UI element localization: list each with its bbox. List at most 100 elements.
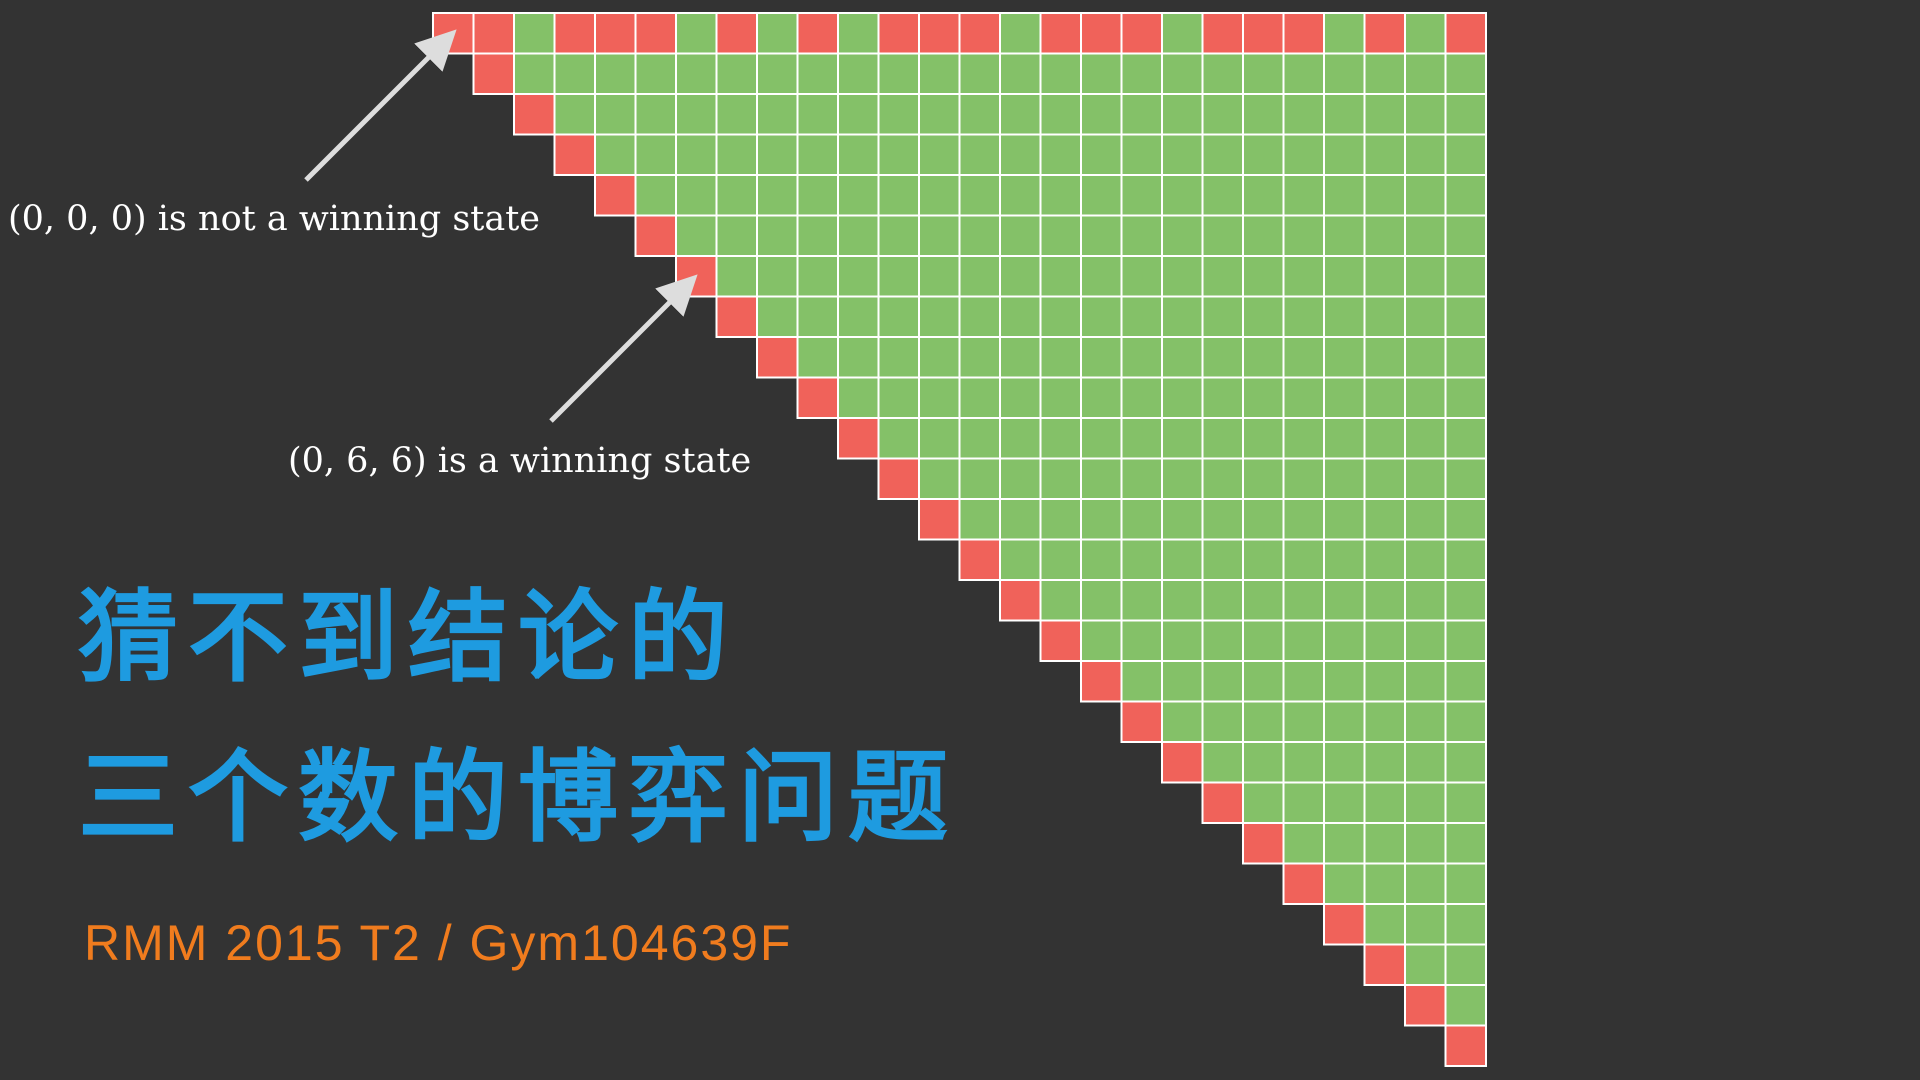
winning-state-cell [1404, 255, 1447, 298]
winning-state-cell [918, 295, 961, 338]
winning-state-cell [1120, 619, 1163, 662]
winning-state-cell [999, 498, 1042, 541]
winning-state-cell [1444, 781, 1487, 824]
losing-state-cell [472, 52, 515, 95]
winning-state-cell [999, 214, 1042, 257]
winning-state-cell [1039, 498, 1082, 541]
winning-state-cell [1201, 741, 1244, 784]
losing-state-cell [756, 336, 799, 379]
winning-state-cell [1080, 255, 1123, 298]
winning-state-cell [1242, 538, 1285, 581]
winning-state-cell [1323, 214, 1366, 257]
winning-state-cell [958, 376, 1001, 419]
winning-state-cell [1242, 660, 1285, 703]
winning-state-cell [553, 52, 596, 95]
winning-state-cell [756, 214, 799, 257]
winning-state-cell [796, 133, 839, 176]
losing-state-cell [1323, 903, 1366, 946]
winning-state-cell [1404, 862, 1447, 905]
losing-state-cell [1080, 660, 1123, 703]
winning-state-cell [1404, 700, 1447, 743]
winning-state-cell [1201, 417, 1244, 460]
winning-state-cell [1404, 619, 1447, 662]
winning-state-cell [756, 295, 799, 338]
winning-state-cell [1323, 457, 1366, 500]
winning-state-cell [634, 174, 677, 217]
winning-state-cell [1120, 417, 1163, 460]
winning-state-cell [1161, 700, 1204, 743]
winning-state-cell [1161, 498, 1204, 541]
winning-state-cell [1282, 376, 1325, 419]
winning-state-cell [1161, 174, 1204, 217]
winning-state-cell [1363, 336, 1406, 379]
winning-state-cell [1323, 619, 1366, 662]
winning-state-cell [999, 336, 1042, 379]
winning-state-cell [999, 376, 1042, 419]
winning-state-cell [756, 93, 799, 136]
winning-state-cell [1323, 376, 1366, 419]
winning-state-cell [877, 336, 920, 379]
winning-state-cell [1080, 579, 1123, 622]
losing-state-cell [1039, 619, 1082, 662]
winning-state-cell [1404, 822, 1447, 865]
winning-state-cell [1444, 93, 1487, 136]
losing-state-cell [1242, 12, 1285, 55]
winning-state-cell [1444, 822, 1487, 865]
winning-state-cell [1323, 174, 1366, 217]
losing-state-cell [918, 12, 961, 55]
losing-state-cell [715, 12, 758, 55]
winning-state-cell [634, 133, 677, 176]
winning-state-cell [756, 133, 799, 176]
winning-state-cell [1282, 741, 1325, 784]
losing-state-cell [1120, 700, 1163, 743]
losing-state-cell [1039, 12, 1082, 55]
winning-state-cell [1363, 619, 1406, 662]
losing-state-cell [1201, 781, 1244, 824]
losing-state-cell [594, 174, 637, 217]
winning-state-cell [1444, 700, 1487, 743]
winning-state-cell [1201, 133, 1244, 176]
losing-state-cell [1404, 984, 1447, 1027]
winning-state-cell [1404, 93, 1447, 136]
winning-state-cell [918, 214, 961, 257]
winning-state-cell [634, 93, 677, 136]
winning-state-cell [1282, 619, 1325, 662]
winning-state-cell [1120, 457, 1163, 500]
winning-state-cell [1282, 822, 1325, 865]
winning-state-cell [1282, 133, 1325, 176]
winning-state-cell [1404, 417, 1447, 460]
winning-state-cell [1363, 498, 1406, 541]
winning-state-cell [715, 133, 758, 176]
winning-state-cell [715, 214, 758, 257]
winning-state-cell [715, 93, 758, 136]
winning-state-cell [1120, 255, 1163, 298]
winning-state-cell [1242, 619, 1285, 662]
winning-state-cell [1323, 741, 1366, 784]
winning-state-cell [1039, 255, 1082, 298]
winning-state-cell [1120, 93, 1163, 136]
winning-state-cell [958, 133, 1001, 176]
winning-state-cell [1242, 255, 1285, 298]
losing-state-cell [594, 12, 637, 55]
winning-state-cell [1444, 174, 1487, 217]
winning-state-cell [1282, 174, 1325, 217]
losing-state-cell [1080, 12, 1123, 55]
winning-state-cell [1444, 214, 1487, 257]
winning-state-cell [1242, 93, 1285, 136]
winning-state-cell [1323, 133, 1366, 176]
winning-state-cell [1080, 417, 1123, 460]
winning-state-cell [1242, 498, 1285, 541]
winning-state-cell [999, 295, 1042, 338]
winning-state-cell [756, 174, 799, 217]
winning-state-cell [1282, 93, 1325, 136]
winning-state-cell [796, 174, 839, 217]
winning-state-cell [1404, 903, 1447, 946]
winning-state-cell [1120, 376, 1163, 419]
winning-state-cell [1120, 579, 1163, 622]
winning-state-cell [1282, 579, 1325, 622]
annotation-not-winning: (0, 0, 0) is not a winning state [8, 199, 540, 239]
winning-state-cell [1444, 579, 1487, 622]
winning-state-cell [1404, 214, 1447, 257]
winning-state-cell [837, 52, 880, 95]
winning-state-cell [1282, 781, 1325, 824]
